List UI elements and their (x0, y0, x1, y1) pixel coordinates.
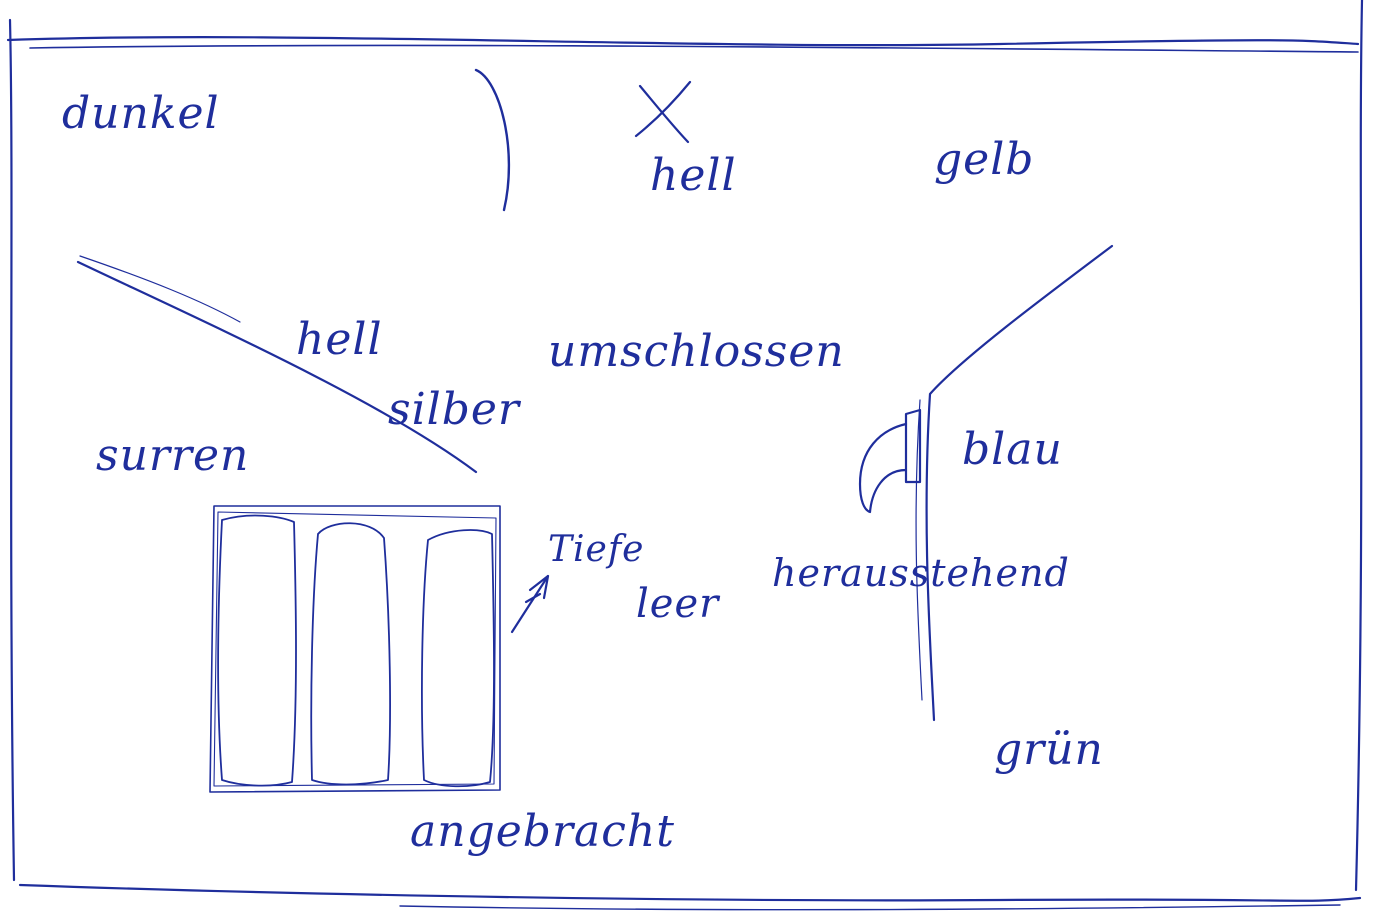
label-leer: leer (636, 584, 719, 624)
label-gruen: grün (994, 728, 1104, 772)
frame-bottom-edge (20, 885, 1360, 901)
door-edge-stroke (927, 246, 1112, 720)
handle-lever-stroke (860, 424, 906, 512)
label-herausstehend: herausstehend (772, 554, 1070, 592)
label-dunkel: dunkel (62, 92, 220, 136)
ceiling-curve-stroke (476, 70, 509, 210)
frame-right-edge (1356, 0, 1362, 890)
box-outline-stroke (210, 506, 500, 792)
label-hell-mid: hell (296, 318, 383, 362)
compartment-2-stroke (311, 523, 390, 784)
label-surren: surren (96, 434, 249, 478)
label-umschlossen: umschlossen (548, 330, 845, 374)
label-tiefe: Tiefe (548, 532, 644, 568)
label-blau: blau (962, 428, 1063, 472)
frame-left-edge (10, 20, 14, 880)
label-hell-top: hell (650, 154, 737, 198)
arrow-stroke (512, 576, 548, 632)
label-angebracht: angebracht (410, 810, 675, 854)
compartment-1-stroke (218, 516, 296, 786)
frame-top-edge (8, 37, 1358, 45)
label-silber: silber (388, 388, 520, 432)
frame-bottom-edge-2 (400, 905, 1340, 910)
label-gelb: gelb (934, 138, 1034, 182)
compartment-3-stroke (422, 530, 494, 786)
diagonal-line-stroke-2 (80, 256, 240, 322)
arrow-head-stroke (526, 576, 548, 602)
box-outline-stroke-2 (214, 512, 496, 786)
frame-top-edge-inner (30, 45, 1358, 52)
